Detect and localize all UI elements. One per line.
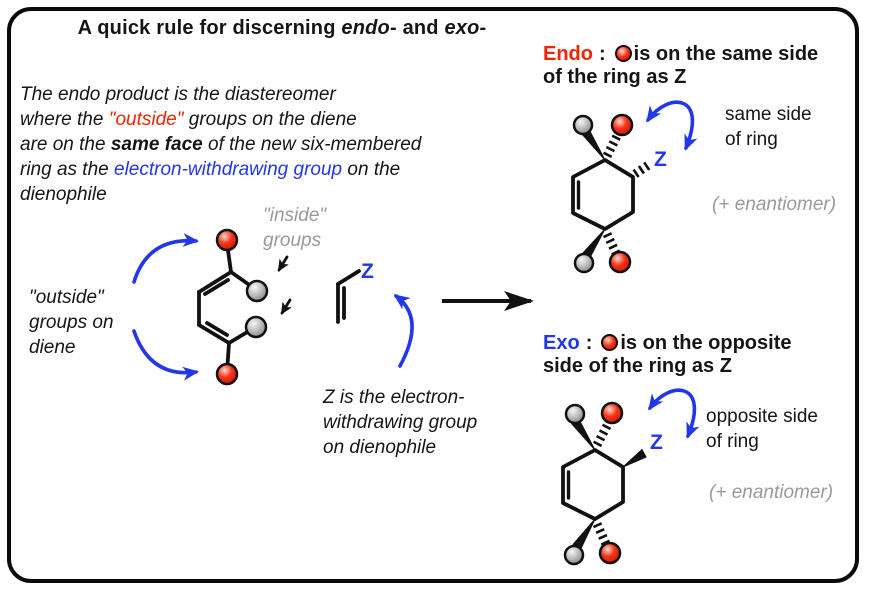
endo-enantiomer-note: (+ enantiomer) xyxy=(712,194,837,215)
exo-red-ball-top xyxy=(600,401,624,425)
dienophile-structure: Z xyxy=(336,260,374,324)
endo-hash-to-red-top xyxy=(602,131,623,159)
endo-structure: Z xyxy=(571,100,698,274)
title-endo: endo- xyxy=(341,17,397,39)
title-and: and xyxy=(396,17,445,39)
endo-same-side-arrow xyxy=(646,100,698,151)
endo-gray-ball-top xyxy=(572,114,594,136)
annotation-arrows xyxy=(132,232,414,381)
outside-arrow-bottom xyxy=(132,329,199,381)
exo-hash-to-red-top xyxy=(593,421,612,448)
exo-red-ball-bottom xyxy=(598,541,622,565)
endo-red-ball-bottom xyxy=(608,250,632,274)
intro-seg-5: of the new six-membered ring as the xyxy=(20,134,422,180)
endo-hash-to-red-bottom xyxy=(602,232,621,255)
double-bond-top-inner xyxy=(203,278,230,296)
exo-rule-text1: is on the opposite xyxy=(620,332,792,354)
diagram-border xyxy=(7,7,859,583)
endo-rule-line1: Endo: is on the same side xyxy=(543,43,870,66)
exo-wedge-to-z xyxy=(622,449,647,468)
endo-z-label: Z xyxy=(654,148,667,171)
intro-seg-3: groups on the diene are on the xyxy=(20,109,357,155)
exo-z-label: Z xyxy=(650,431,663,454)
outside-group-red-ball-top xyxy=(215,228,239,252)
double-bond-bottom-inner xyxy=(205,321,229,337)
exo-gray-ball-top xyxy=(564,403,586,425)
outside-group-red-ball-bottom xyxy=(215,362,239,386)
exo-rule-line2: side of the ring as Z xyxy=(543,355,732,377)
endo-ring xyxy=(571,158,635,231)
exo-wedge-bottom xyxy=(572,518,596,550)
exo-rule-header: Exo: is on the opposite side of the ring … xyxy=(543,332,870,378)
intro-outside-highlight: "outside" xyxy=(108,109,184,130)
intro-paragraph: The endo product is the diastereomer whe… xyxy=(20,82,540,207)
intro-seg-7: on the dienophile xyxy=(20,159,401,205)
inside-group-gray-ball-top xyxy=(245,279,269,303)
title-exo: exo- xyxy=(444,17,487,39)
opposite-side-label: opposite side of ring xyxy=(706,406,818,452)
endo-rule-header: Endo: is on the same side of the ring as … xyxy=(543,43,870,89)
exo-rule-line1: Exo: is on the opposite xyxy=(543,332,870,355)
page-title: A quick rule for discerning endo- and ex… xyxy=(12,17,552,40)
double-bond-bottom xyxy=(197,323,231,345)
endo-gray-ball-bottom xyxy=(573,252,595,274)
red-ball-icon xyxy=(614,45,632,62)
intro-same-face-highlight: same face xyxy=(110,134,203,155)
red-ball-icon xyxy=(601,334,619,351)
endo-colon: : xyxy=(599,43,606,65)
double-bond-top xyxy=(197,270,233,294)
endo-rule-text1: is on the same side xyxy=(633,43,819,65)
z-definition-note: Z is the electron- withdrawing group on … xyxy=(323,387,478,458)
bond-to-z xyxy=(336,269,361,286)
inside-pointer-arrow-bottom xyxy=(280,298,292,315)
endo-word: Endo xyxy=(543,43,593,65)
inside-groups-label: "inside" groups xyxy=(263,205,327,251)
same-side-label: same side of ring xyxy=(725,104,812,150)
z-label: Z xyxy=(361,260,374,283)
endo-hash-to-z xyxy=(632,160,653,178)
exo-word: Exo xyxy=(543,332,580,354)
inside-pointer-arrow-top xyxy=(277,255,289,272)
exo-structure: Z xyxy=(561,388,700,566)
exo-gray-ball-bottom xyxy=(563,544,585,566)
intro-seg-1: The endo product is the diastereomer whe… xyxy=(20,84,336,130)
z-pointer-arrow xyxy=(393,294,414,368)
title-text: A quick rule for discerning xyxy=(77,17,342,39)
outside-groups-label: "outside" groups on diene xyxy=(29,287,114,358)
intro-ewg-highlight: electron-withdrawing group xyxy=(114,159,343,180)
diene-structure xyxy=(197,228,269,386)
exo-colon: : xyxy=(585,332,593,354)
endo-red-ball-top xyxy=(610,113,634,137)
endo-rule-line2: of the ring as Z xyxy=(543,66,687,88)
outside-arrow-top xyxy=(132,232,199,284)
exo-enantiomer-note: (+ enantiomer) xyxy=(709,482,834,503)
exo-ring xyxy=(561,448,625,521)
inside-group-gray-ball-bottom xyxy=(244,315,268,339)
exo-opposite-side-arrow xyxy=(648,388,700,439)
exo-hash-to-red-bottom xyxy=(592,522,611,546)
